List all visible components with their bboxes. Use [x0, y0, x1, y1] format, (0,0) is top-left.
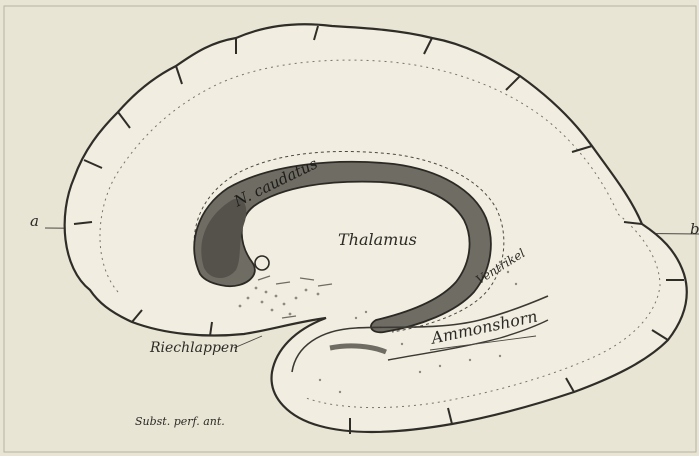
- label-a: a: [30, 214, 39, 229]
- label-thalamus: Thalamus: [338, 232, 417, 248]
- label-b: b: [690, 222, 699, 237]
- label-subst-perf-ant: Subst. perf. ant.: [135, 416, 225, 427]
- vessel-circle: [255, 256, 269, 270]
- hemisphere-outline: [65, 24, 687, 432]
- label-riechlappen: Riechlappen: [150, 341, 238, 355]
